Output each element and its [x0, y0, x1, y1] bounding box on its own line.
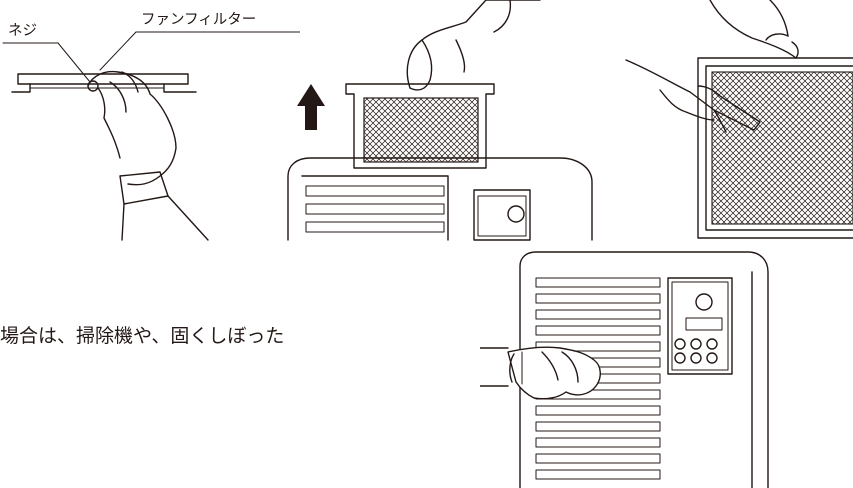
screw-removal-drawing — [2, 31, 300, 241]
hand-with-cloth — [480, 346, 601, 400]
label-fan-filter: ファンフィルター — [141, 12, 257, 28]
illustration-filter-brushing — [610, 0, 853, 245]
instruction-text: 場合は、掃除機や、固くしぼった — [0, 325, 285, 347]
filter-brushing-drawing — [625, 0, 853, 239]
label-screw: ネジ — [8, 23, 37, 39]
up-arrow-icon — [297, 84, 325, 130]
filter-pullout-drawing — [287, 0, 593, 241]
illustration-filter-pullout — [280, 0, 610, 245]
illustration-wiping-unit — [480, 248, 780, 488]
unit-wiping-drawing — [480, 251, 769, 488]
illustration-screw-removal: ネジ ファンフィルター — [0, 0, 300, 245]
